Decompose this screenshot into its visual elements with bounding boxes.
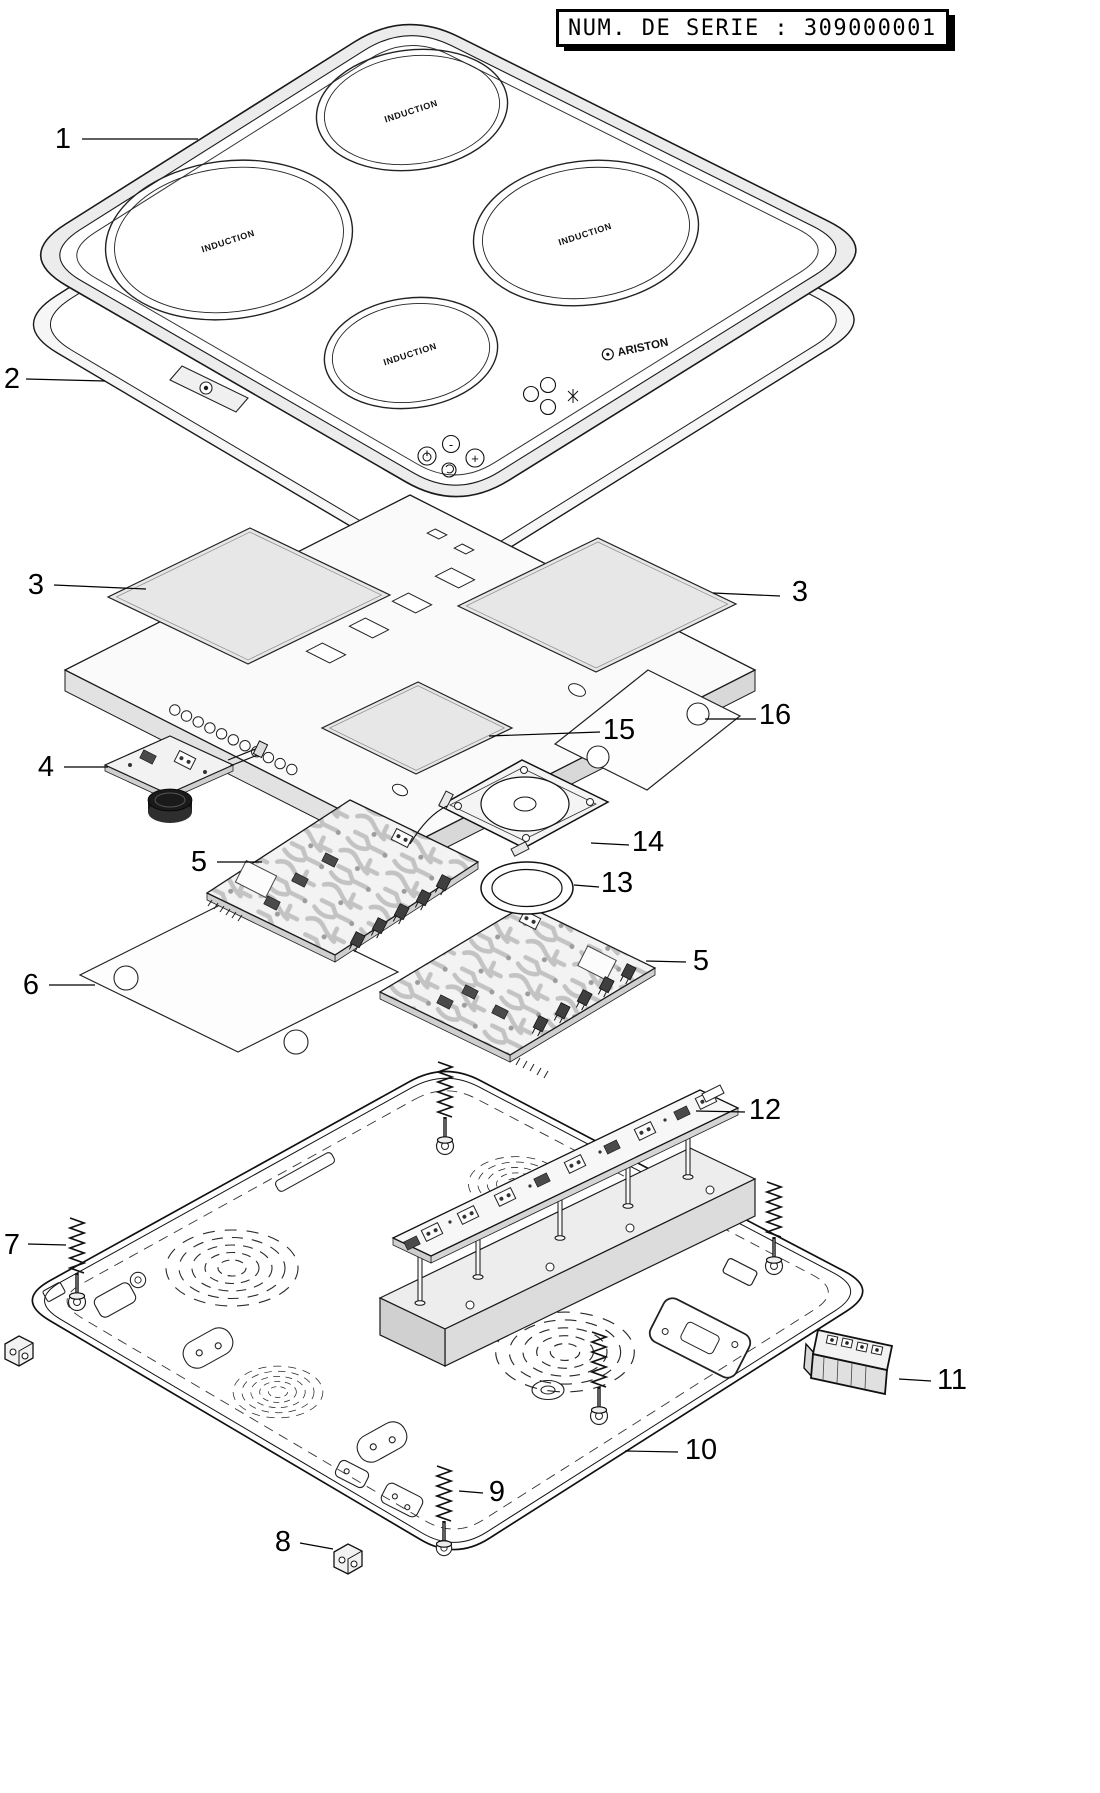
callout-9: 9 (489, 1476, 505, 1508)
callout-8: 8 (275, 1526, 291, 1558)
touch-control-panel: - + (417, 434, 485, 478)
cooking-zone-front (323, 296, 499, 410)
part-5-power-board-right (378, 904, 657, 1079)
callout-16: 16 (759, 699, 791, 731)
callout-5-right: 5 (693, 945, 709, 977)
terminals (825, 1334, 884, 1356)
part-4-filter-board (103, 735, 269, 823)
callout-5-left: 5 (191, 846, 207, 878)
part-8-bracket (333, 1543, 363, 1575)
leader-line (27, 1243, 67, 1246)
leader-line (299, 1542, 334, 1550)
part-13-ring-gasket (480, 861, 574, 915)
part-12-control-board-assembly (378, 1084, 757, 1367)
pan-boss (531, 1379, 565, 1401)
minus-mark: - (449, 437, 453, 452)
callout-3-left: 3 (28, 569, 44, 601)
standoff-pins (414, 1120, 694, 1306)
callout-leader-lines (25, 138, 932, 1550)
fan-wire (409, 805, 448, 845)
callout-14: 14 (632, 826, 664, 858)
board-pins (207, 899, 243, 922)
part-16-insulation-sheet (553, 669, 742, 791)
leader-line (712, 592, 781, 597)
leader-line (590, 842, 630, 846)
serial-number-text: NUM. DE SERIE : 309000001 (568, 15, 937, 41)
pan-embosses (42, 1152, 758, 1518)
shield-pad-left (106, 527, 392, 665)
shield-slots (305, 528, 476, 664)
plus-mark: + (471, 451, 479, 466)
frame-mounting-tab (169, 365, 249, 413)
indicator-cluster (522, 376, 579, 416)
leader-line (624, 1450, 679, 1453)
leader-line (573, 884, 600, 888)
leader-line (488, 731, 601, 737)
part-5-power-board-left (205, 799, 480, 963)
callout-13: 13 (601, 867, 633, 899)
callout-15: 15 (603, 714, 635, 746)
brand-logo-icon (601, 348, 614, 361)
capacitor (147, 788, 193, 823)
callout-12: 12 (749, 1094, 781, 1126)
leader-line (645, 960, 687, 963)
leader-line (898, 1378, 932, 1382)
callout-6: 6 (23, 969, 39, 1001)
part-1-glass-top: INDUCTION INDUCTION INDUCTION INDUCTION … (40, 23, 857, 498)
part-11-terminal-block (803, 1328, 894, 1396)
wire-leads (227, 740, 269, 767)
board-vias (448, 1118, 667, 1224)
part-14-fan (438, 759, 610, 857)
serial-number-plate: NUM. DE SERIE : 309000001 (556, 9, 949, 47)
board-pins (515, 1057, 549, 1079)
shield-pad-right (456, 537, 738, 673)
callout-numbers: 1 2 3 3 4 5 5 6 7 8 9 10 11 12 13 14 15 … (4, 123, 967, 1558)
part-15-cover-pad (320, 681, 514, 775)
cooking-zone-left (104, 159, 354, 321)
timer-icon (445, 464, 454, 474)
callout-3-right: 3 (792, 576, 808, 608)
callout-10: 10 (685, 1434, 717, 1466)
cooking-zone-back (315, 48, 509, 172)
callout-7: 7 (4, 1229, 20, 1261)
board-flag (701, 1084, 725, 1103)
bracket-holes (465, 1185, 715, 1310)
callout-4: 4 (38, 751, 54, 783)
callout-2: 2 (4, 363, 20, 395)
cooking-zone-right (472, 159, 700, 307)
callout-11: 11 (937, 1364, 967, 1396)
power-icon (422, 450, 432, 462)
part-8-bracket (4, 1335, 34, 1367)
leader-line (25, 378, 106, 382)
callout-1: 1 (55, 123, 71, 155)
terminal-ridges (822, 1356, 867, 1390)
leader-line (458, 1490, 484, 1494)
star-icon (567, 389, 579, 403)
leader-line (53, 584, 147, 590)
screw-boss (129, 1271, 147, 1289)
leader-line (695, 1110, 746, 1113)
